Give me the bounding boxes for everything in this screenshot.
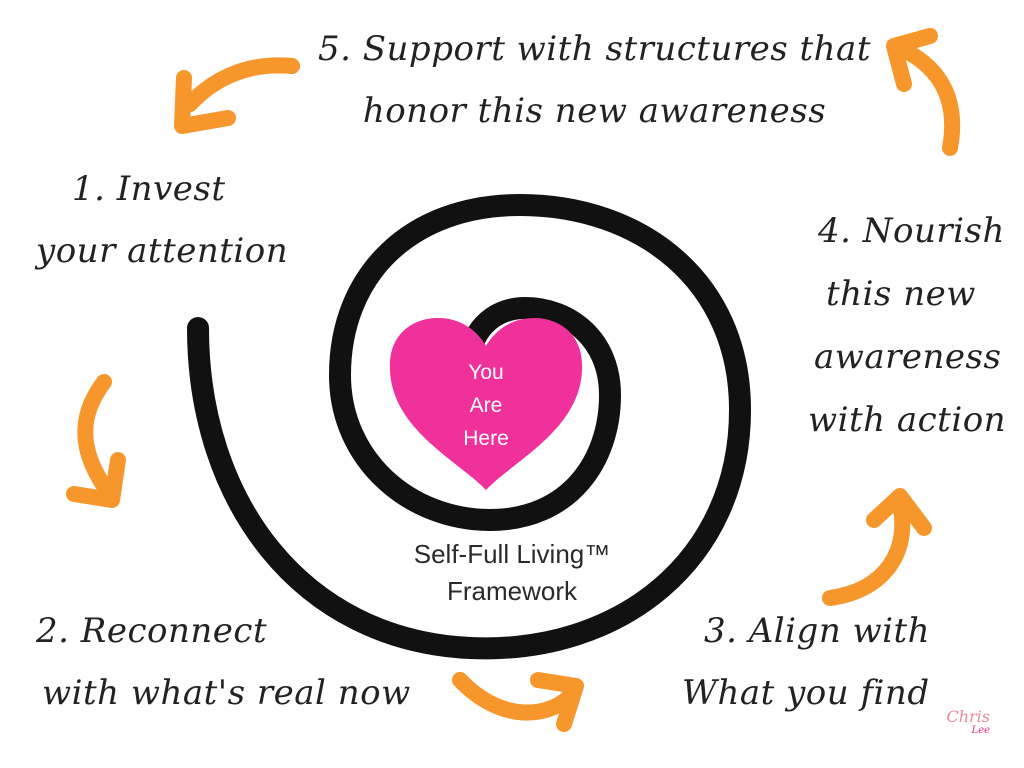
heart-label: You Are Here: [436, 356, 536, 455]
logo-line-main: Chris: [946, 707, 990, 726]
step-2-line: with what's real now: [42, 673, 411, 713]
step-1-line: your attention: [36, 231, 289, 271]
step-2-label: 2. Reconnect with what's real now: [36, 600, 411, 724]
brand-logo: Chris Lee: [946, 707, 990, 738]
heart-shape: [389, 318, 583, 490]
arrow-step4-to-step5: [886, 28, 961, 156]
logo-line-accent: Lee: [971, 725, 990, 736]
step-5-line: 5. Support with structures that: [318, 29, 871, 69]
framework-title-line: Framework: [446, 576, 577, 606]
step-4-line: 4. Nourish: [818, 211, 1005, 251]
step-5-label: 5. Support with structures that honor th…: [318, 18, 871, 142]
step-4-line: awareness: [814, 337, 1002, 377]
arrow-step1-to-step2: [66, 374, 126, 508]
framework-title-line: Self-Full Living™: [413, 539, 611, 569]
step-4-label: 4. Nourish this new awareness with actio…: [808, 200, 1006, 452]
arrow-step5-to-step1: [174, 57, 300, 134]
heart-label-line: Are: [469, 394, 503, 417]
arrow-step3-to-step4: [822, 488, 932, 606]
framework-title: Self-Full Living™ Framework: [362, 536, 662, 610]
step-3-label: 3. Align with What you find: [682, 600, 930, 724]
step-2-line: 2. Reconnect: [36, 611, 268, 651]
step-3-line: 3. Align with: [704, 611, 931, 651]
heart-label-line: Here: [463, 427, 509, 450]
step-1-label: 1. Invest your attention: [36, 158, 288, 282]
heart-label-line: You: [468, 361, 504, 384]
spiral-path: [187, 193, 752, 660]
arrow-step2-to-step3: [452, 672, 584, 732]
step-3-line: What you find: [682, 673, 930, 713]
step-4-line: with action: [808, 400, 1007, 440]
step-4-line: this new: [826, 274, 976, 314]
step-1-line: 1. Invest: [72, 169, 226, 209]
step-5-line: honor this new awareness: [362, 91, 827, 131]
